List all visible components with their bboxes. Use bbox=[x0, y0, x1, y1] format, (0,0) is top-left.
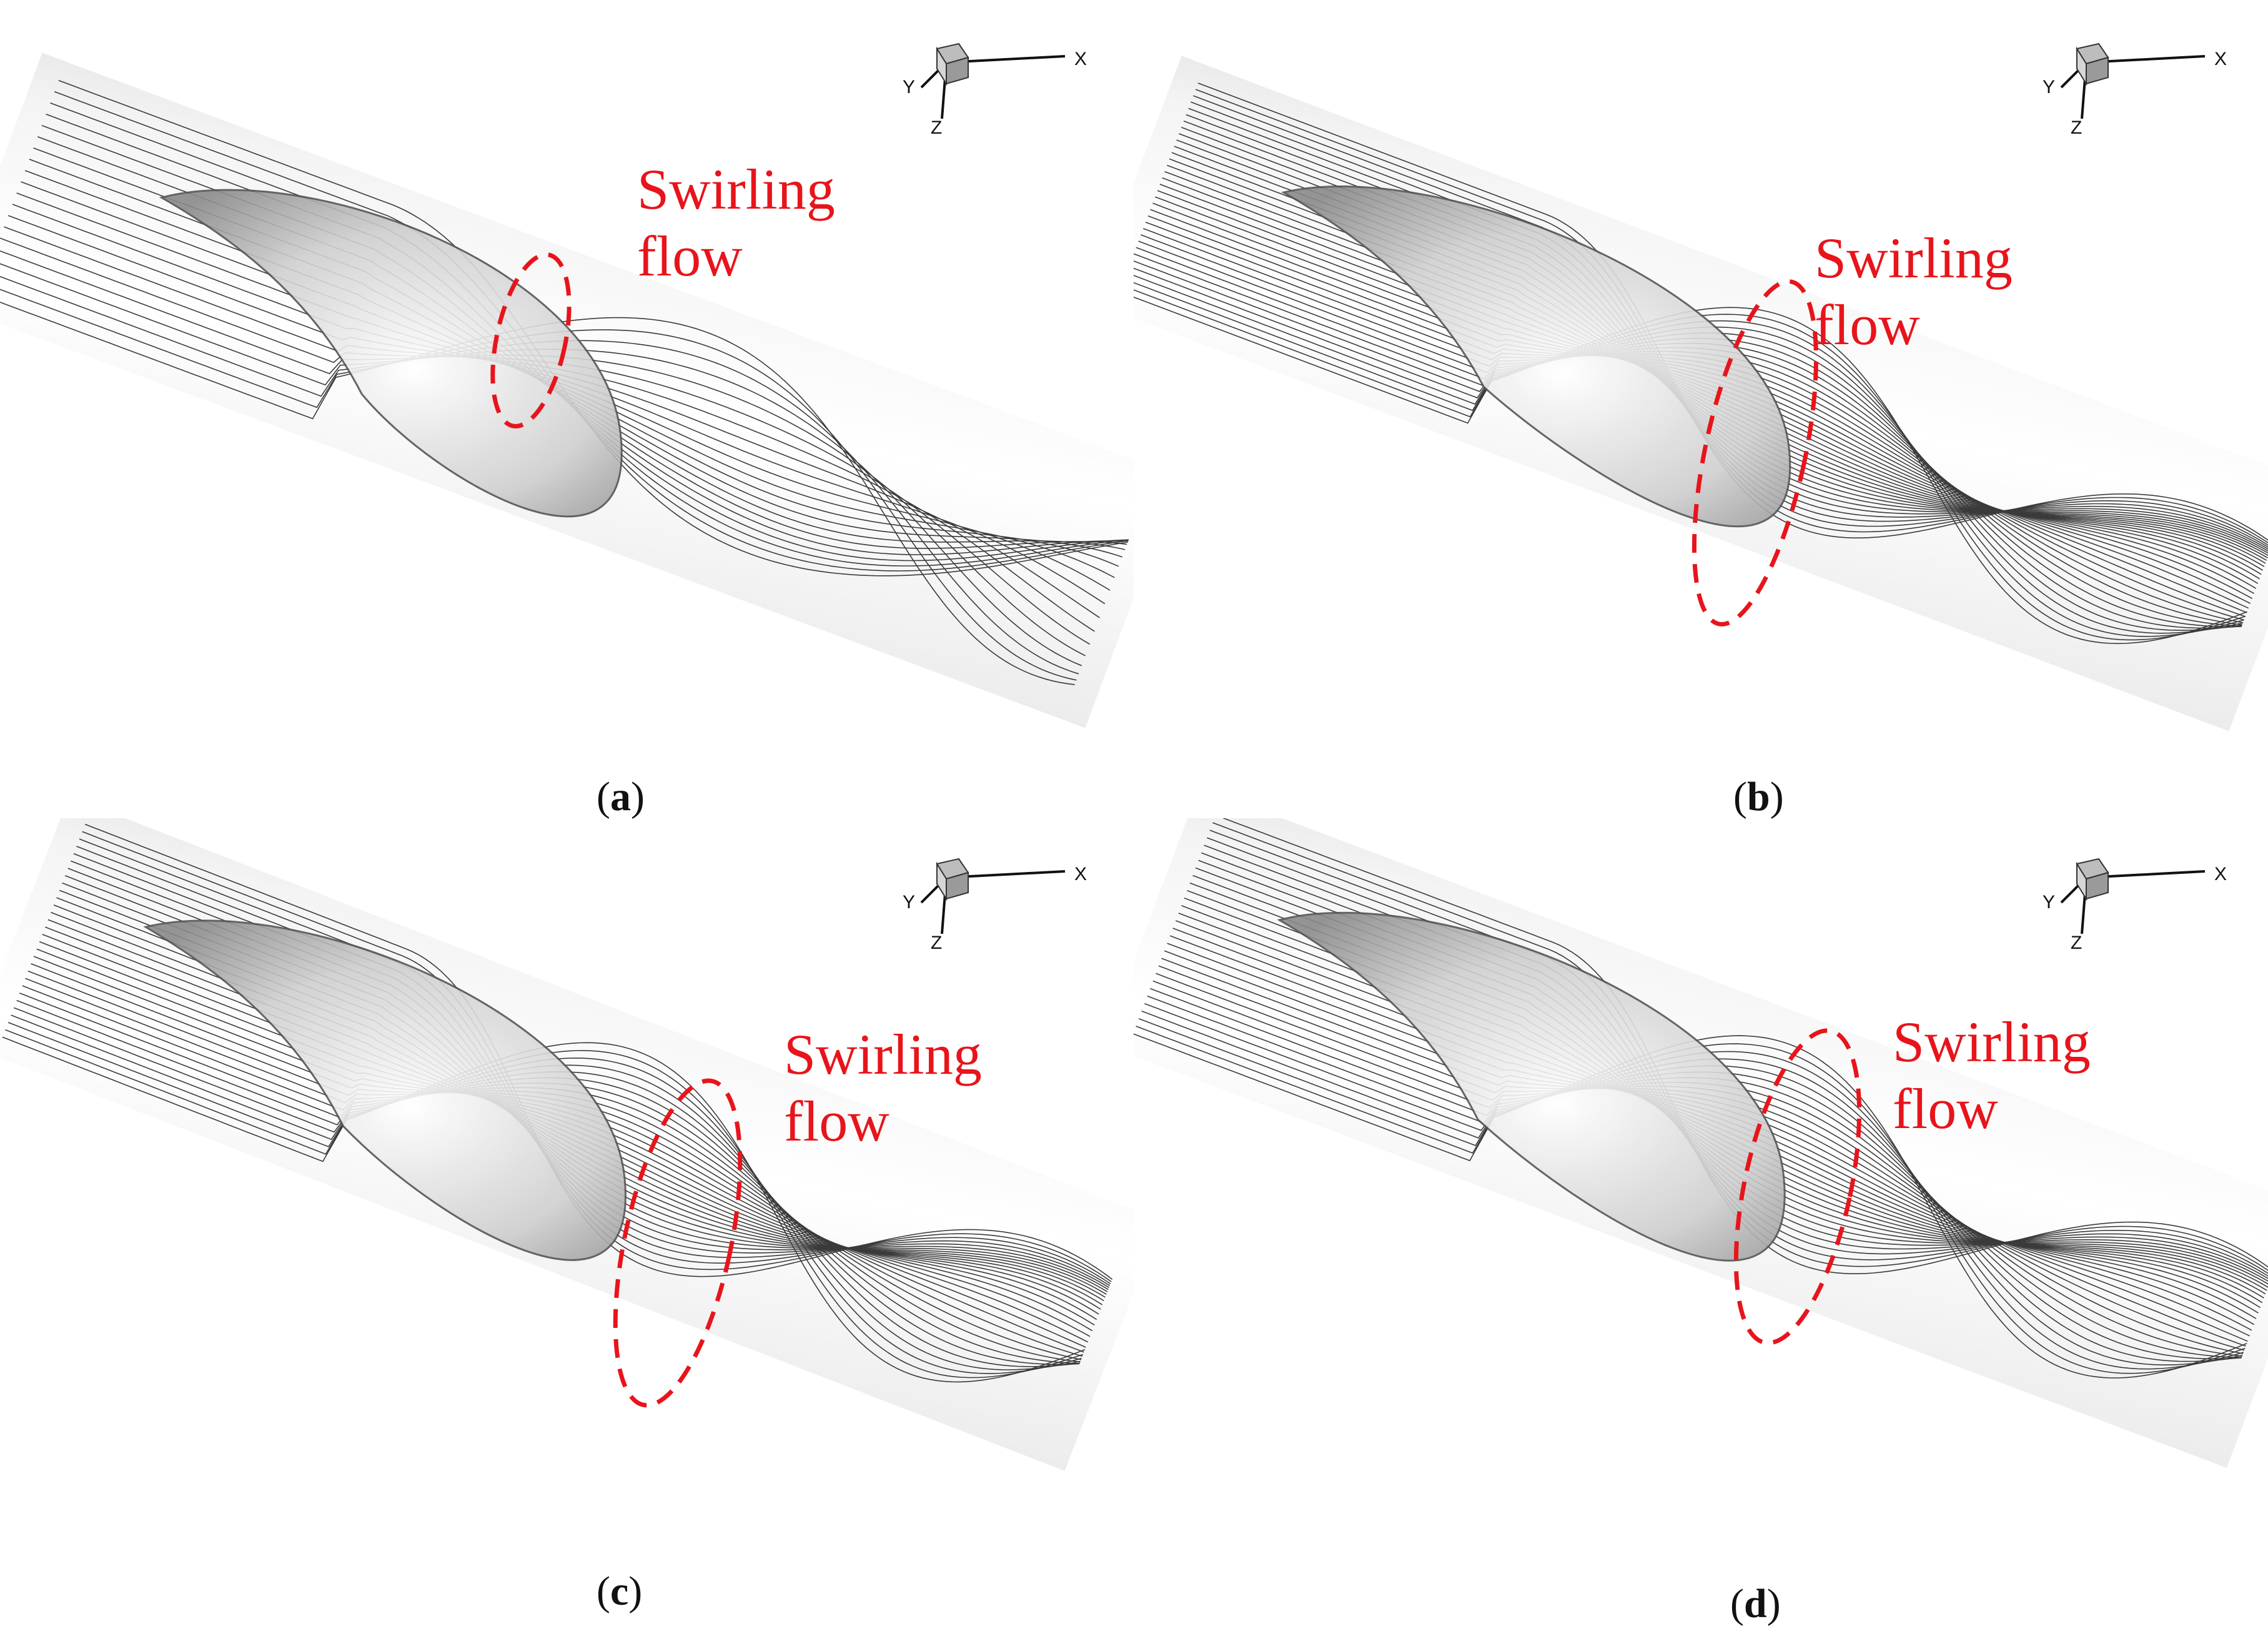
annotation-line1: Swirling bbox=[784, 1023, 982, 1086]
streamline bbox=[11, 1014, 1081, 1370]
streamline-scene-c bbox=[0, 818, 1134, 1471]
annotation-line1: Swirling bbox=[1893, 1010, 2091, 1074]
swirl-region-ellipse bbox=[490, 252, 572, 428]
streamline bbox=[2, 1036, 1086, 1383]
streamline bbox=[1134, 1033, 2247, 1379]
swirling-flow-label-b: Swirling flow bbox=[1815, 225, 2013, 358]
streamline-scene-a bbox=[0, 52, 1134, 728]
caption-b: (b) bbox=[1733, 774, 1784, 820]
streamline bbox=[0, 275, 1079, 675]
streamline bbox=[1134, 275, 2244, 634]
streamline bbox=[1136, 1026, 2246, 1374]
annotation-line2: flow bbox=[1893, 1076, 1998, 1141]
axis-y-label: Y bbox=[903, 892, 916, 913]
swirler-blade bbox=[1280, 185, 1791, 528]
swirl-region-ellipse bbox=[613, 1078, 743, 1408]
axis-y-label: Y bbox=[2043, 77, 2056, 97]
axis-x-label: X bbox=[1074, 49, 1087, 69]
streamline bbox=[1134, 296, 2247, 645]
swirl-region-ellipse bbox=[1733, 1028, 1862, 1345]
swirling-flow-label-a: Swirling flow bbox=[637, 156, 835, 289]
annotation-line2: flow bbox=[784, 1089, 889, 1153]
swirl-region-ellipse bbox=[1691, 279, 1819, 626]
swirler-blade bbox=[1277, 911, 1786, 1262]
axis-z-label: Z bbox=[931, 117, 943, 138]
streamline bbox=[1134, 289, 2246, 641]
axis-y-label: Y bbox=[903, 77, 916, 97]
streamline bbox=[1134, 267, 2242, 631]
streamline bbox=[0, 301, 1075, 685]
swirler-blade bbox=[159, 189, 623, 518]
swirling-flow-label-d: Swirling flow bbox=[1893, 1009, 2091, 1142]
axis-x-label: X bbox=[2214, 49, 2227, 69]
axis-triad-lines bbox=[920, 858, 1066, 934]
axis-x-label: X bbox=[1074, 864, 1087, 884]
annotation-line2: flow bbox=[1815, 292, 1920, 357]
annotation-line2: flow bbox=[637, 224, 743, 288]
swirling-flow-label-c: Swirling flow bbox=[784, 1021, 982, 1154]
streamline bbox=[0, 289, 1077, 681]
axis-triad-lines bbox=[2060, 42, 2206, 119]
axis-z-label: Z bbox=[2071, 117, 2082, 138]
axis-y-label: Y bbox=[2043, 892, 2056, 913]
streamline bbox=[16, 999, 1080, 1365]
axis-z-label: Z bbox=[931, 933, 943, 953]
streamline bbox=[1138, 1018, 2244, 1370]
streamline bbox=[5, 1029, 1084, 1379]
annotation-line1: Swirling bbox=[637, 157, 835, 221]
caption-c: (c) bbox=[597, 1568, 643, 1614]
streamline bbox=[1144, 1003, 2242, 1362]
axis-z-label: Z bbox=[2071, 933, 2082, 953]
caption-d: (d) bbox=[1730, 1581, 1781, 1627]
axis-triad-lines bbox=[920, 42, 1066, 119]
streamline bbox=[7, 1022, 1082, 1374]
streamline bbox=[1141, 1011, 2243, 1365]
streamline bbox=[13, 1007, 1080, 1367]
caption-a: (a) bbox=[597, 774, 645, 820]
streamline-scene-b bbox=[1134, 56, 2268, 731]
streamline bbox=[1134, 282, 2245, 637]
axis-x-label: X bbox=[2214, 864, 2227, 884]
streamline-scene-d bbox=[1134, 818, 2268, 1468]
swirler-blade bbox=[143, 919, 626, 1261]
annotation-line1: Swirling bbox=[1815, 226, 2013, 290]
axis-triad-lines bbox=[2060, 858, 2206, 934]
